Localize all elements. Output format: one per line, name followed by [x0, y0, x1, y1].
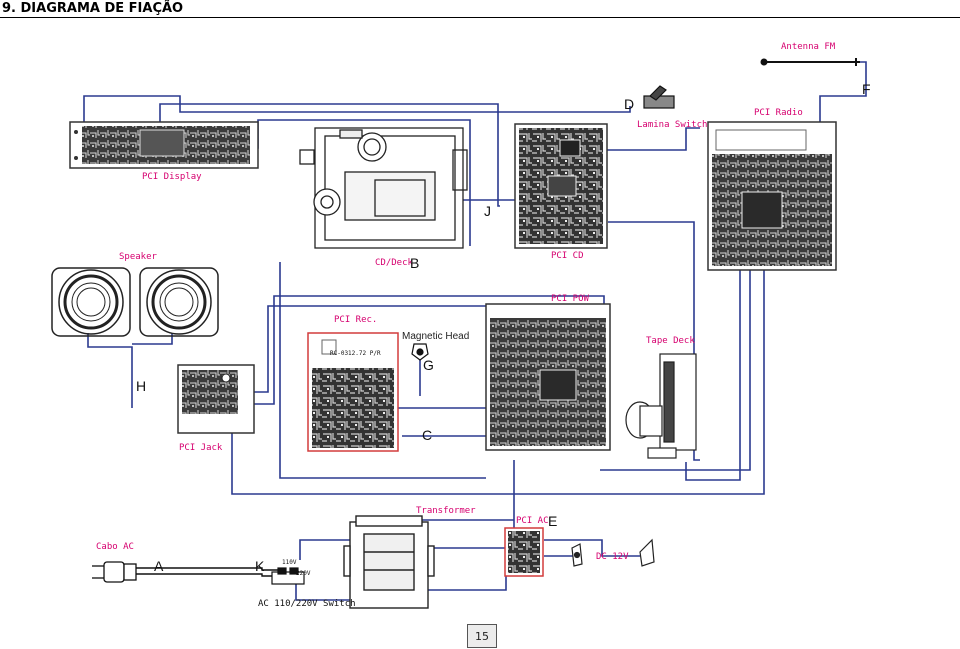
label-tape-deck: Tape Deck [646, 336, 695, 346]
label-pci-display: PCI Display [142, 172, 202, 182]
label-transformer: Transformer [416, 506, 476, 516]
connector-b: B [410, 255, 420, 271]
speaker-right [139, 267, 219, 337]
label-magnetic-head: Magnetic Head [402, 331, 470, 342]
label-dc-12v: DC 12V [596, 552, 629, 562]
connector-f: F [862, 81, 871, 97]
label-220v: 220V [296, 570, 311, 577]
title-rule [0, 17, 960, 18]
label-speaker: Speaker [119, 252, 157, 262]
cd-deck-mechanism [299, 127, 468, 249]
pci-display-board [69, 121, 259, 169]
label-pci-rec: PCI Rec. [334, 315, 378, 325]
rec-model-text: RC-0312.72 P/R [330, 350, 381, 357]
antenna-fm [760, 58, 860, 66]
label-antenna-fm: Antenna FM [781, 42, 836, 52]
connector-e: E [548, 513, 558, 529]
lamina-switch [643, 85, 675, 109]
ac-plug [92, 561, 137, 583]
label-110v: 110V [282, 559, 297, 566]
pci-radio-board [707, 121, 837, 271]
label-ac-switch: AC 110/220V Switch [258, 599, 356, 609]
label-pci-cd: PCI CD [551, 251, 584, 261]
pci-ac-board [504, 527, 544, 577]
dc-12v-jack [571, 538, 655, 567]
connector-h: H [136, 378, 147, 394]
pci-pow-board [485, 303, 611, 451]
magnetic-head [411, 343, 429, 361]
label-cabo-ac: Cabo AC [96, 542, 134, 552]
label-cd-deck: CD/Deck [375, 258, 413, 268]
page-title: 9. DIAGRAMA DE FIAÇÃO [2, 1, 184, 16]
connector-c: C [422, 427, 433, 443]
pci-rec-board [307, 332, 399, 452]
pci-cd-board [514, 123, 608, 249]
label-pci-radio: PCI Radio [754, 108, 803, 118]
speaker-left [51, 267, 131, 337]
label-pci-ac: PCI AC [516, 516, 549, 526]
connector-j: J [484, 203, 491, 219]
tape-deck [625, 353, 697, 459]
connector-a: A [154, 558, 164, 574]
connector-g: G [423, 357, 434, 373]
transformer [343, 515, 435, 609]
connector-k: K [255, 558, 265, 574]
label-pci-jack: PCI Jack [179, 443, 223, 453]
pci-jack-board [177, 364, 255, 434]
connector-d: D [624, 96, 635, 112]
label-pci-pow: PCI POW [551, 294, 589, 304]
ac-110-220-switch [271, 567, 305, 585]
page-number: 15 [467, 624, 497, 648]
label-lamina-switch: Lamina Switch [637, 120, 708, 130]
